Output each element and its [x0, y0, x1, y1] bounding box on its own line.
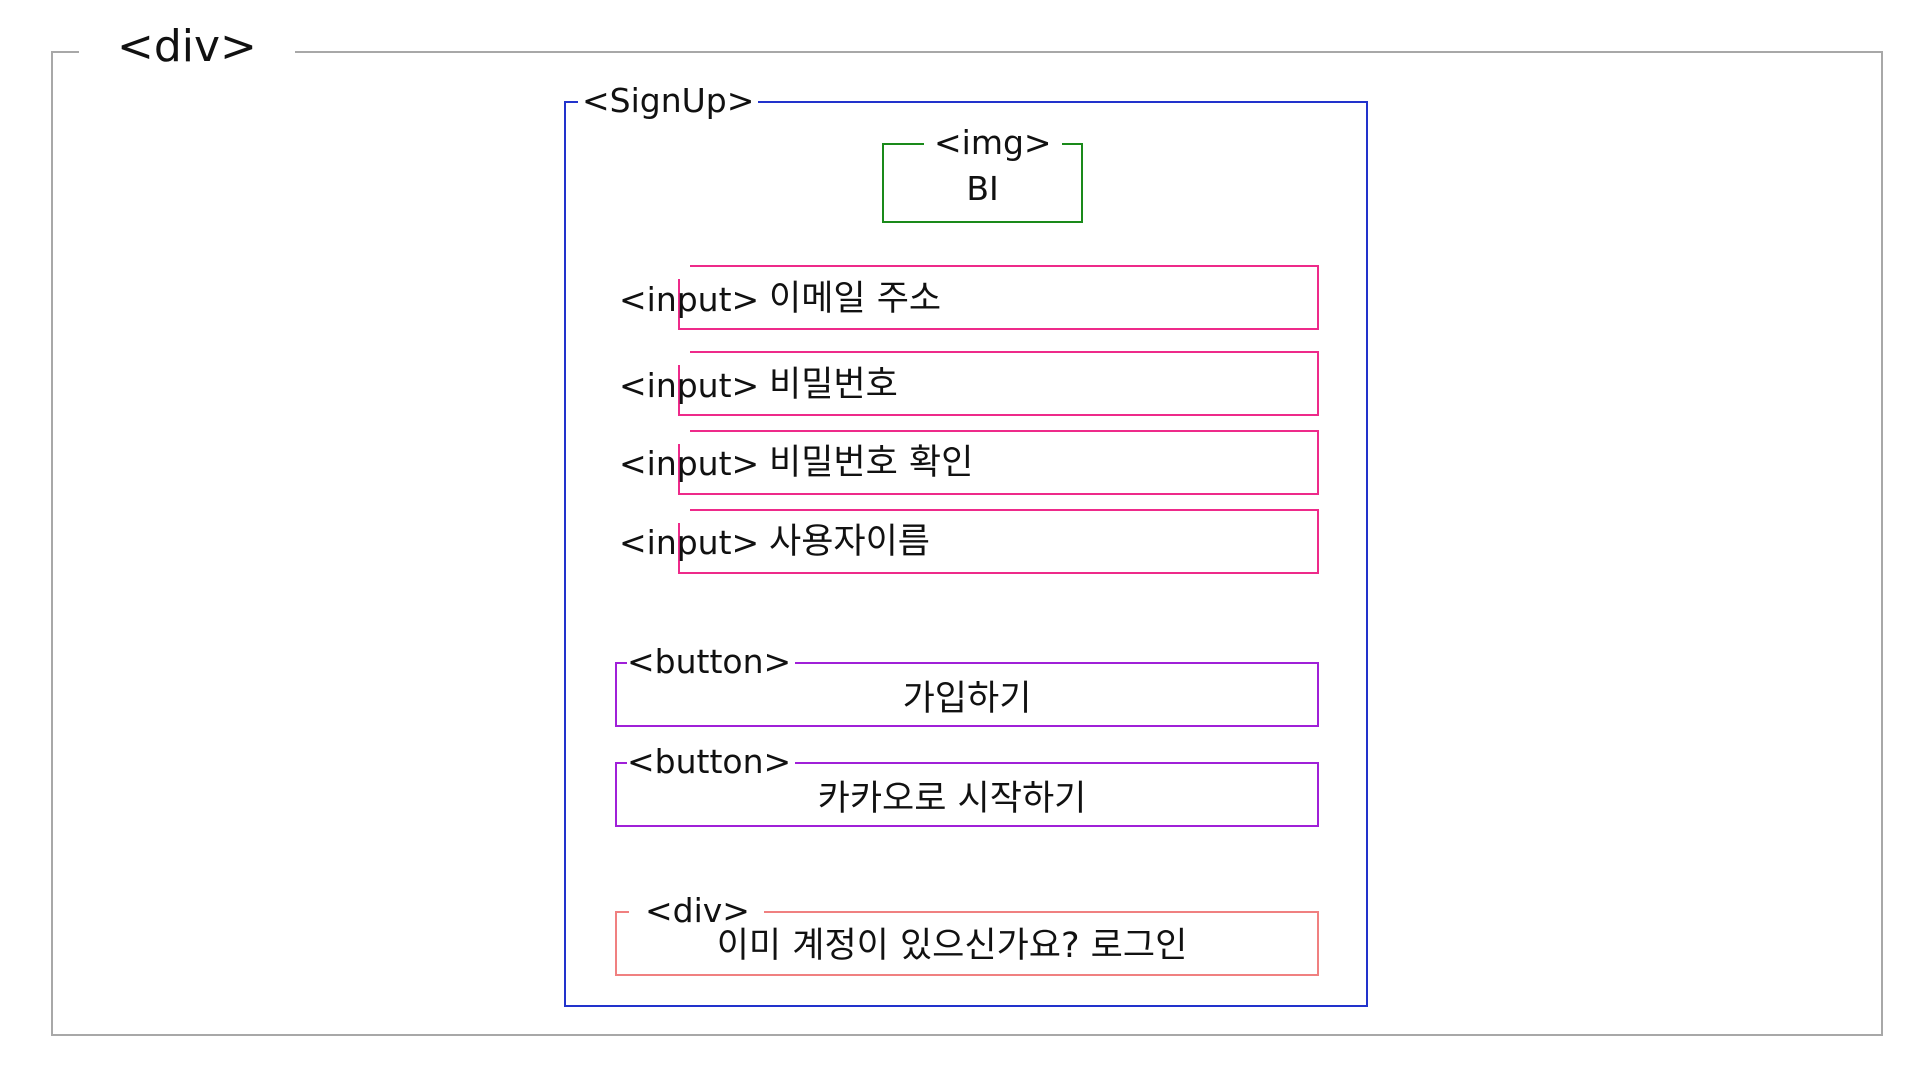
input-notch: [678, 265, 690, 279]
input-notch: [678, 351, 690, 365]
signup-component: <SignUp>: [564, 84, 1368, 1007]
outer-div-tag-label: <div>: [79, 25, 295, 69]
email-input-tag-label: <input>: [619, 280, 760, 319]
username-input-tag-label: <input>: [619, 523, 760, 562]
username-input[interactable]: [678, 509, 1319, 574]
signup-button[interactable]: <button> 가입하기: [615, 645, 1319, 727]
logo-text: BI: [966, 169, 999, 208]
outer-div-container: <div>: [51, 25, 1883, 1036]
kakao-button-tag-label: <button>: [627, 745, 796, 778]
login-div-tag-label: <div>: [629, 894, 764, 927]
signup-button-label: 가입하기: [902, 679, 1032, 719]
signup-button-tag-label: <button>: [627, 645, 796, 678]
logo-image-box: <img> BI: [882, 126, 1083, 223]
password-confirm-input-placeholder: 비밀번호 확인: [769, 443, 974, 483]
kakao-start-button[interactable]: <button> 카카오로 시작하기: [615, 745, 1319, 827]
login-prompt-div[interactable]: <div> 이미 계정이 있으신가요? 로그인: [615, 894, 1319, 976]
password-confirm-input-tag-label: <input>: [619, 444, 760, 483]
password-confirm-input[interactable]: [678, 430, 1319, 495]
img-tag-label: <img>: [924, 126, 1062, 159]
username-input-placeholder: 사용자이름: [769, 522, 931, 562]
login-prompt-text: 이미 계정이 있으신가요? 로그인: [716, 926, 1188, 966]
password-input-tag-label: <input>: [619, 366, 760, 405]
input-notch: [678, 509, 690, 523]
signup-tag-label: <SignUp>: [578, 84, 759, 117]
kakao-button-label: 카카오로 시작하기: [817, 779, 1087, 819]
password-input-placeholder: 비밀번호: [769, 365, 898, 405]
email-input[interactable]: [678, 265, 1319, 330]
email-input-placeholder: 이메일 주소: [769, 279, 942, 319]
input-notch: [678, 430, 690, 444]
password-input[interactable]: [678, 351, 1319, 416]
